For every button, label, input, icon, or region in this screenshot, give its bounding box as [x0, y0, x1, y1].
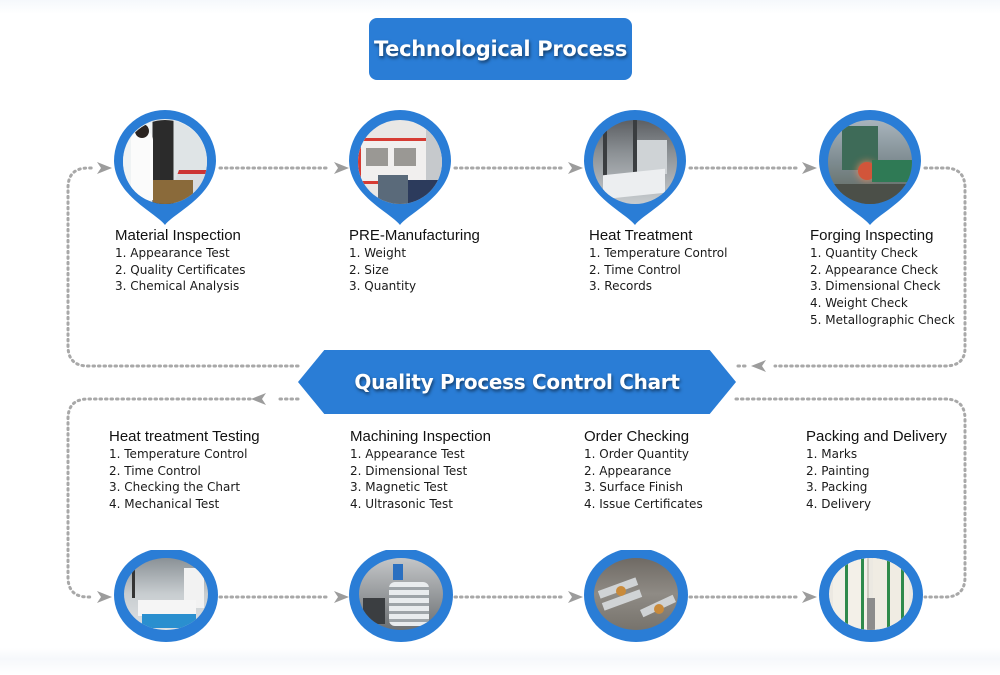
page-title: Technological Process: [373, 37, 628, 61]
step-item: 3. Checking the Chart: [109, 480, 241, 495]
step-item: 2. Quality Certificates: [115, 262, 246, 277]
step-heat-treatment-testing: Heat treatment Testing 1. Temperature Co…: [109, 428, 260, 513]
step-order-checking: Order Checking 1. Order Quantity 2. Appe…: [584, 428, 703, 513]
step-title: Order Checking: [584, 428, 690, 445]
step-title: Machining Inspection: [350, 428, 491, 445]
step-pre-manufacturing: PRE-Manufacturing 1. Weight 2. Size 3. Q…: [349, 227, 480, 295]
step-item: 1. Temperature Control: [589, 246, 728, 260]
step-item: 2. Time Control: [109, 463, 201, 478]
arrow-left-icon: [251, 393, 266, 405]
lab-technician-photo: [123, 120, 207, 204]
step-item: 1. Appearance Test: [115, 246, 230, 260]
technological-process-banner: Technological Process: [369, 18, 632, 80]
step-item: 4. Issue Certificates: [584, 497, 703, 512]
pin-material-inspection: [111, 108, 219, 226]
step-item: 2. Appearance Check: [810, 262, 939, 277]
boring-machine-photo: [124, 558, 208, 630]
step-item: 2. Dimensional Test: [350, 463, 468, 478]
pin-forging-inspecting: [816, 108, 924, 226]
arrow-right-icon: [97, 162, 112, 174]
step-item: 3. Records: [589, 279, 652, 294]
step-item: 3. Surface Finish: [584, 480, 683, 495]
step-item: 3. Dimensional Check: [810, 279, 941, 294]
step-item: 4. Ultrasonic Test: [350, 497, 453, 512]
step-material-inspection: Material Inspection 1. Appearance Test 2…: [115, 227, 246, 295]
arrow-right-icon: [97, 591, 112, 603]
arrow-right-icon: [334, 162, 349, 174]
step-item: 5. Metallographic Check: [810, 312, 955, 327]
pin-heat-treatment-testing: [112, 550, 220, 642]
step-item: 3. Magnetic Test: [350, 480, 448, 495]
pin-heat-treatment: [581, 108, 689, 226]
wooden-crates-photo: [829, 558, 913, 630]
step-item: 3. Packing: [806, 480, 868, 495]
step-item: 3. Chemical Analysis: [115, 279, 240, 294]
machined-rings-photo: [359, 558, 443, 630]
machining-center-photo: [358, 120, 442, 204]
step-item: 1. Marks: [806, 447, 858, 461]
furnace-workshop-photo: [593, 120, 677, 204]
quality-process-control-chart-banner: Quality Process Control Chart: [298, 350, 736, 414]
step-item: 2. Appearance: [584, 463, 672, 478]
top-fade: [0, 0, 1000, 14]
bottom-fade: [0, 648, 1000, 675]
finished-shafts-photo: [594, 558, 678, 630]
pin-order-checking: [582, 550, 690, 642]
step-forging-inspecting: Forging Inspecting 1. Quantity Check 2. …: [810, 227, 955, 329]
step-item: 1. Appearance Test: [350, 447, 465, 461]
arrow-right-icon: [802, 162, 817, 174]
step-title: Material Inspection: [115, 227, 241, 244]
arrow-left-icon: [751, 360, 766, 372]
arrow-right-icon: [802, 591, 817, 603]
step-item: 2. Painting: [806, 463, 870, 478]
step-item: 1. Order Quantity: [584, 447, 690, 461]
step-heat-treatment: Heat Treatment 1. Temperature Control 2.…: [589, 227, 727, 295]
step-item: 2. Time Control: [589, 262, 681, 277]
step-title: Packing and Delivery: [806, 428, 947, 445]
section-title: Quality Process Control Chart: [354, 370, 680, 394]
step-item: 4. Weight Check: [810, 296, 908, 311]
step-title: Heat Treatment: [589, 227, 693, 244]
step-item: 1. Quantity Check: [810, 246, 918, 260]
step-item: 4. Mechanical Test: [109, 497, 220, 512]
step-item: 2. Size: [349, 262, 389, 277]
pin-machining-inspection: [347, 550, 455, 642]
step-item: 3. Quantity: [349, 279, 417, 294]
pin-pre-manufacturing: [346, 108, 454, 226]
step-item: 1. Temperature Control: [109, 447, 248, 461]
pin-packing-and-delivery: [817, 550, 925, 642]
step-machining-inspection: Machining Inspection 1. Appearance Test …: [350, 428, 491, 513]
step-title: Heat treatment Testing: [109, 428, 260, 445]
step-item: 4. Delivery: [806, 497, 872, 512]
step-title: Forging Inspecting: [810, 227, 934, 244]
arrow-right-icon: [568, 591, 583, 603]
arrow-right-icon: [334, 591, 349, 603]
step-packing-and-delivery: Packing and Delivery 1. Marks 2. Paintin…: [806, 428, 947, 513]
step-title: PRE-Manufacturing: [349, 227, 480, 244]
step-item: 1. Weight: [349, 246, 407, 260]
forging-press-photo: [828, 120, 912, 204]
arrow-right-icon: [568, 162, 583, 174]
